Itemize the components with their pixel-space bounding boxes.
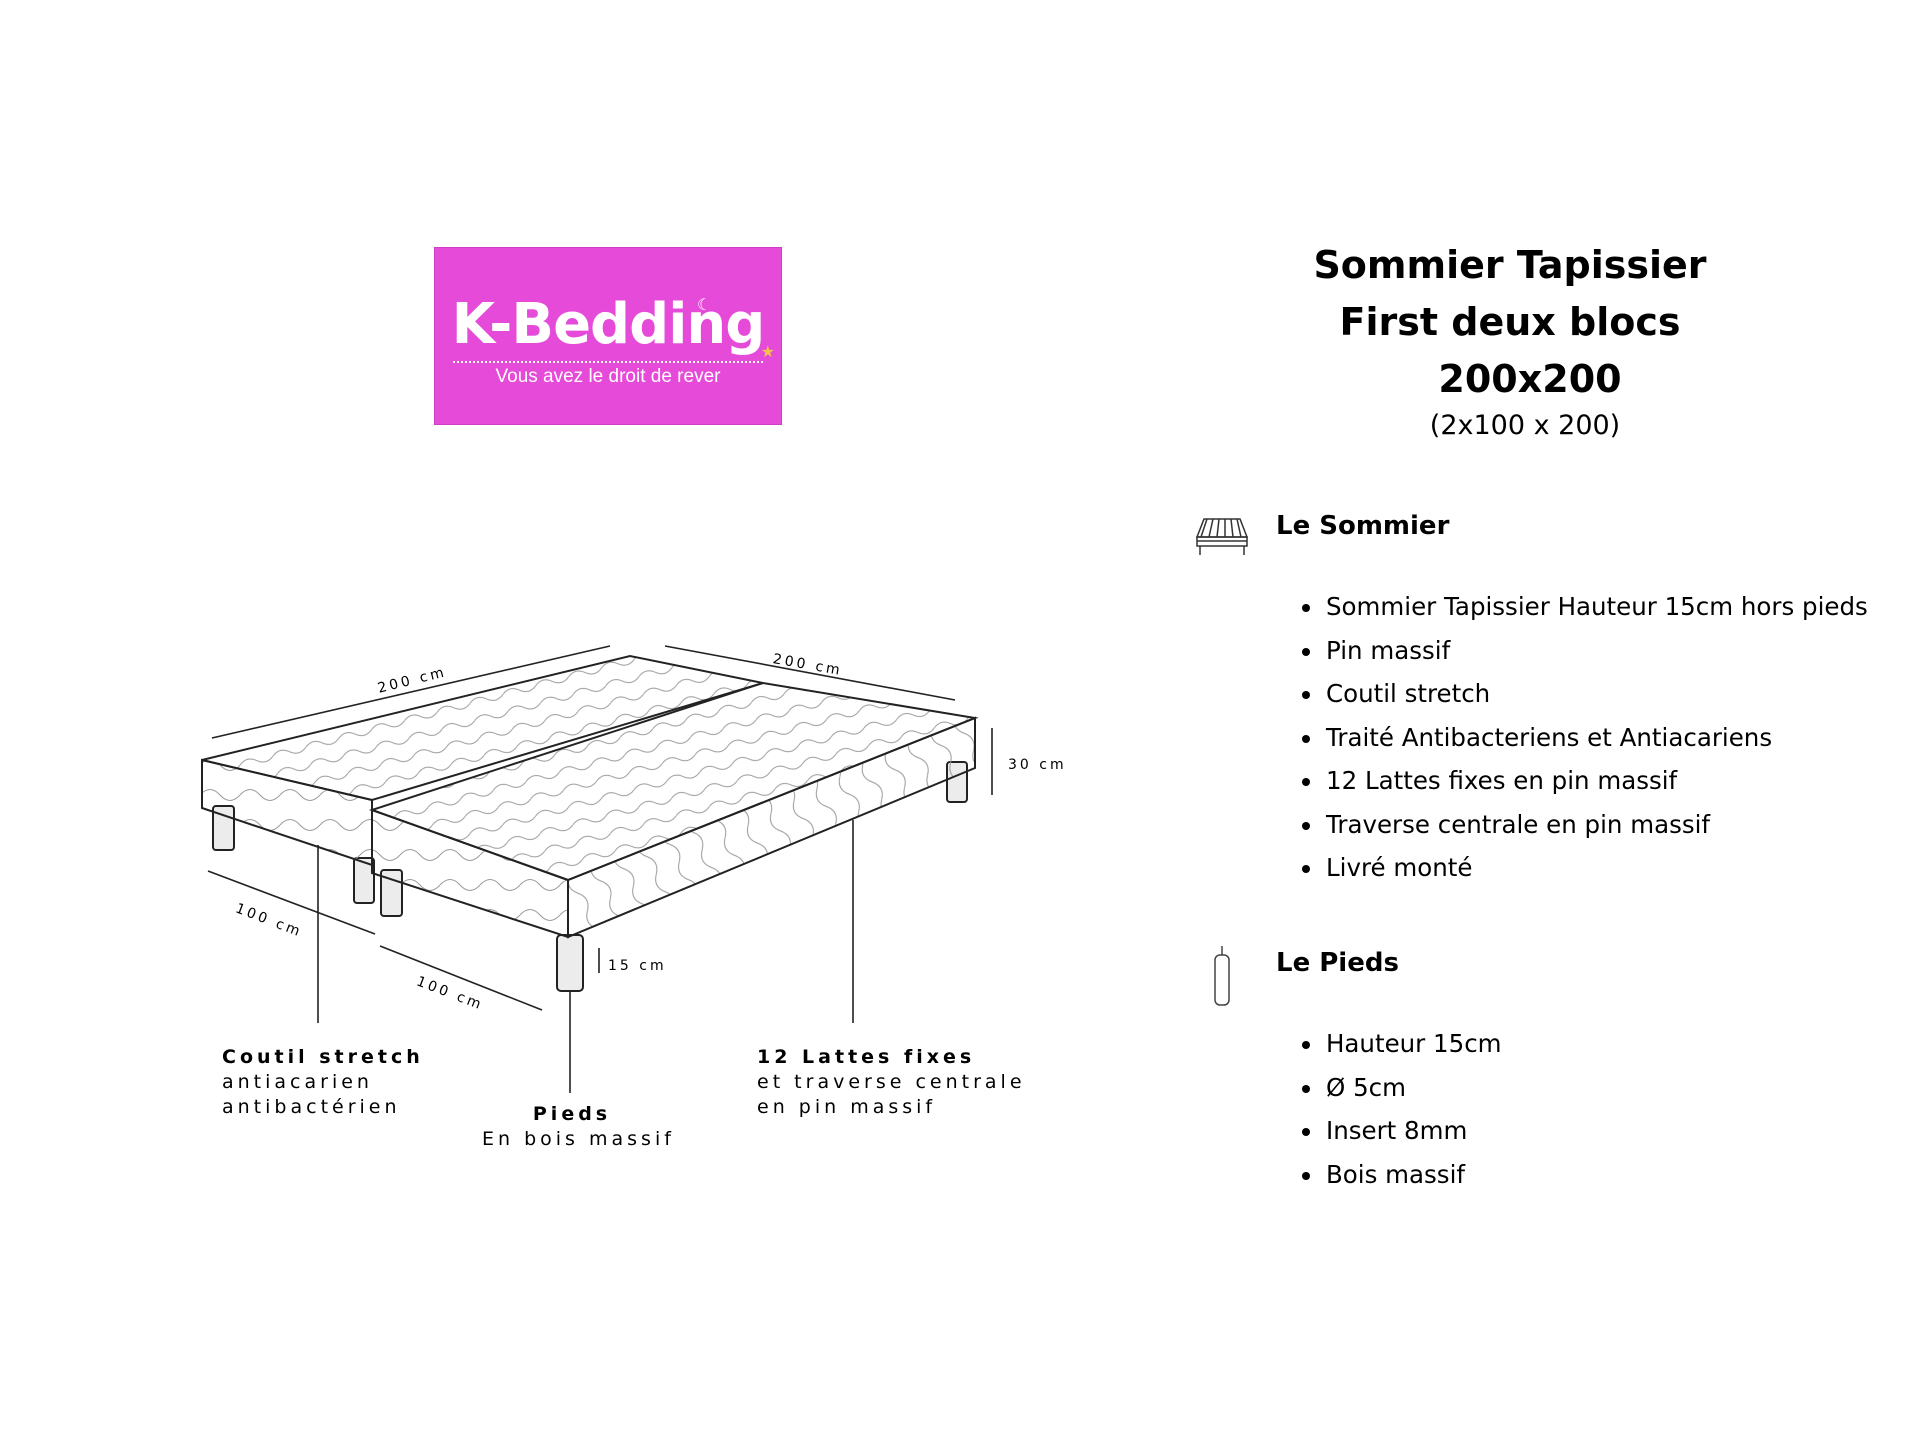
list-item: Hauteur 15cm	[1324, 1022, 1502, 1066]
brand-tagline: Vous avez le droit de rever	[495, 366, 721, 387]
callout-legs-line1: En bois massif	[482, 1128, 675, 1150]
product-title-line1: Sommier Tapissier	[1313, 243, 1707, 287]
bed-leg-icon	[1214, 946, 1230, 1006]
list-item: Traité Antibacteriens et Antiacariens	[1324, 716, 1868, 760]
section-title-sommier: Le Sommier	[1276, 511, 1450, 541]
list-item: Bois massif	[1324, 1153, 1502, 1197]
pieds-feature-list: Hauteur 15cm Ø 5cm Insert 8mm Bois massi…	[1296, 1022, 1502, 1196]
sommier-feature-list: Sommier Tapissier Hauteur 15cm hors pied…	[1296, 585, 1868, 890]
brand-logo: K-Bedding ☾ ★ Vous avez le droit de reve…	[434, 247, 782, 425]
callout-legs: Pieds En bois massif	[482, 1102, 675, 1152]
list-item: Traverse centrale en pin massif	[1324, 803, 1868, 847]
brand-name: K-Bedding	[451, 292, 766, 357]
list-item: Ø 5cm	[1324, 1066, 1502, 1110]
list-item: 12 Lattes fixes en pin massif	[1324, 759, 1868, 803]
bed-base-icon	[1195, 518, 1249, 555]
callout-slats-title: 12 Lattes fixes	[757, 1046, 976, 1068]
callout-slats: 12 Lattes fixes et traverse centrale en …	[757, 1045, 1026, 1120]
bed-base-diagram	[201, 645, 993, 1093]
product-title: Sommier Tapissier First deux blocs 200x2…	[1260, 237, 1760, 408]
callout-fabric-line1: antiacarien	[222, 1071, 373, 1093]
callout-slats-line1: et traverse centrale	[757, 1071, 1026, 1093]
callout-fabric: Coutil stretch antiacarien antibactérien	[222, 1045, 424, 1120]
callout-legs-title: Pieds	[532, 1103, 612, 1125]
logo-divider	[453, 361, 763, 363]
product-title-line2: First deux blocs	[1339, 300, 1681, 344]
dimension-lines	[207, 645, 993, 1011]
star-icon: ★	[760, 342, 775, 361]
right-block-side	[567, 716, 976, 939]
list-item: Sommier Tapissier Hauteur 15cm hors pied…	[1324, 585, 1868, 629]
section-title-pieds: Le Pieds	[1276, 948, 1399, 978]
list-item: Insert 8mm	[1324, 1109, 1502, 1153]
leader-lines	[317, 820, 854, 1093]
list-item: Livré monté	[1324, 846, 1868, 890]
callout-slats-line2: en pin massif	[757, 1096, 937, 1118]
list-item: Coutil stretch	[1324, 672, 1868, 716]
callout-fabric-title: Coutil stretch	[222, 1046, 424, 1068]
dim-leg-height: 15 cm	[608, 958, 667, 974]
dim-height: 30 cm	[1008, 757, 1067, 773]
moon-icon: ☾	[697, 295, 712, 314]
list-item: Pin massif	[1324, 629, 1868, 673]
product-size: (2x100 x 200)	[1429, 410, 1621, 441]
callout-fabric-line2: antibactérien	[222, 1096, 401, 1118]
product-title-line3: 200x200	[1438, 357, 1622, 401]
